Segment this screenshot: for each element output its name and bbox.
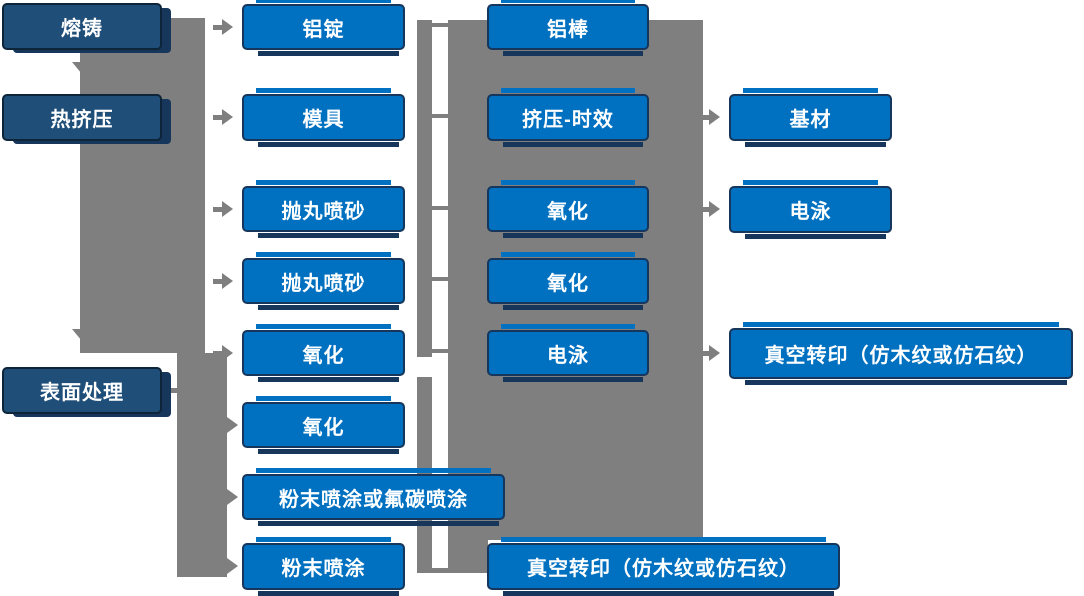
node-oxidation-2: 氧化: [242, 396, 405, 454]
node-melting-casting: 熔铸: [2, 3, 162, 50]
node-oxidation-4: 氧化: [487, 252, 649, 310]
node-surface-treatment: 表面处理: [2, 367, 162, 414]
gray-band-col3-extension: [448, 540, 488, 573]
node-aluminum-rod: 铝棒: [487, 0, 649, 56]
right-arrow-icon: [700, 345, 720, 361]
right-arrow-icon: [218, 558, 238, 574]
node-vacuum-transfer-bottom: 真空转印（仿木纹或仿石纹）: [487, 537, 840, 596]
gray-band-surface-to-col2: [177, 353, 227, 577]
right-arrow-icon: [218, 417, 238, 433]
node-electrophoresis-2: 电泳: [729, 180, 892, 239]
right-arrow-icon: [213, 273, 233, 289]
node-hot-extrusion: 热挤压: [2, 94, 162, 141]
node-mold: 模具: [242, 88, 405, 147]
node-vacuum-transfer-right: 真空转印（仿木纹或仿石纹）: [729, 322, 1073, 385]
node-shot-blasting-2: 抛丸喷砂: [242, 252, 405, 310]
gray-bar-col2-upper: [417, 20, 432, 357]
connector-row1: [432, 23, 448, 27]
connector-row2: [432, 114, 448, 118]
node-electrophoresis-1: 电泳: [487, 324, 649, 382]
connector-bottom-row: [432, 568, 448, 573]
node-powder-or-fluorocarbon-coating: 粉末喷涂或氟碳喷涂: [242, 468, 505, 526]
right-arrow-icon: [213, 201, 233, 217]
node-oxidation-3: 氧化: [487, 180, 649, 238]
node-shot-blasting-1: 抛丸喷砂: [242, 180, 405, 238]
down-arrow-icon: [72, 62, 110, 85]
right-arrow-icon: [218, 489, 238, 505]
node-oxidation-1: 氧化: [242, 324, 405, 382]
right-arrow-icon: [213, 345, 233, 361]
connector-row4: [432, 277, 448, 281]
right-arrow-icon: [700, 109, 720, 125]
node-extrusion-aging: 挤压-时效: [487, 88, 649, 147]
right-arrow-icon: [700, 201, 720, 217]
right-arrow-icon: [213, 109, 233, 125]
down-arrow-icon: [72, 329, 110, 352]
node-powder-coating: 粉末喷涂: [242, 537, 405, 596]
right-arrow-icon: [213, 19, 233, 35]
node-aluminum-ingot: 铝锭: [242, 0, 405, 56]
connector-surface-treatment: [162, 388, 178, 393]
connector-row5: [432, 349, 448, 353]
connector-row3: [432, 206, 448, 210]
node-base-material: 基材: [729, 88, 892, 147]
